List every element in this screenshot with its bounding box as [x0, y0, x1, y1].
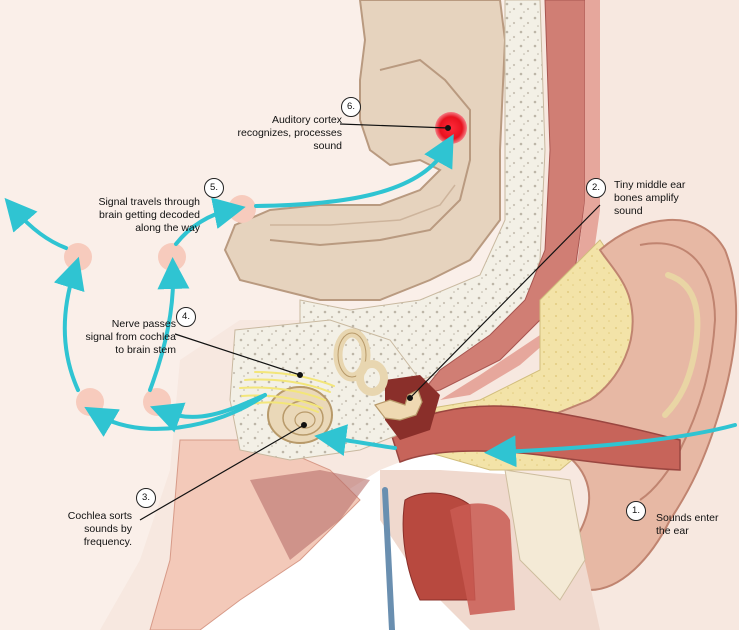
caption-line: bones amplify	[614, 192, 679, 204]
caption-line: along the way	[135, 222, 200, 234]
step-2-number-badge: 2.	[586, 178, 606, 198]
caption-line: brain getting decoded	[99, 209, 200, 221]
step-1-caption: Sounds enter the ear	[656, 512, 718, 538]
brain-arrow-left-exit	[4, 197, 68, 250]
leader-dot	[407, 395, 414, 402]
leader-lines	[139, 123, 601, 521]
step-3-number-badge: 3.	[136, 488, 156, 508]
outer-ear-pinna	[538, 218, 738, 592]
leader-dot	[301, 422, 308, 429]
sound-arrow-to-cochlea	[314, 424, 397, 456]
step-3-caption: Cochlea sorts sounds by frequency.	[46, 510, 132, 549]
caption-line: the ear	[656, 525, 689, 537]
step-4-caption: Nerve passes signal from cochlea to brai…	[64, 318, 176, 357]
leader-line-ossicles	[409, 204, 601, 399]
masseter-muscle	[450, 503, 515, 615]
caption-line: Sounds enter	[656, 512, 719, 524]
caption-line: Tiny middle ear	[614, 179, 686, 191]
leader-line-cochlea	[139, 424, 305, 521]
caption-line: recognizes, processes	[237, 127, 342, 139]
caption-line: Signal travels through	[98, 196, 200, 208]
caption-line: Cochlea sorts	[67, 510, 132, 522]
auditory-nerve	[239, 371, 335, 413]
pathway-arrows	[4, 134, 737, 468]
ear-canal	[389, 405, 681, 471]
caption-line: signal from cochlea	[85, 331, 176, 343]
pinna-inner-fold	[639, 242, 717, 501]
step-4-number-badge: 4.	[176, 307, 196, 327]
sound-arrow-ear-canal	[484, 423, 737, 468]
step-6-caption: Auditory cortex recognizes, processes so…	[218, 114, 342, 153]
caption-line: Nerve passes	[111, 318, 176, 330]
leader-dot	[297, 372, 304, 379]
step-1-number-badge: 1.	[626, 501, 646, 521]
step-5-number-badge: 5.	[204, 178, 224, 198]
caption-line: Auditory cortex	[271, 114, 342, 126]
leader-dot	[445, 124, 452, 131]
caption-line: to brain stem	[115, 344, 176, 356]
brain-gyrus-fold	[269, 58, 471, 247]
pathway-node	[158, 243, 186, 271]
brainstem-arrow-left	[53, 256, 85, 392]
step-6-number-badge: 6.	[341, 97, 361, 117]
semicircular-canal	[337, 332, 367, 378]
pathway-node	[228, 195, 256, 223]
step-5-caption: Signal travels through brain getting dec…	[66, 196, 200, 235]
nerve-arrow-right-branch	[149, 393, 267, 433]
leader-line-cortex	[339, 123, 449, 129]
leader-line-nerve	[174, 333, 301, 376]
pathway-node	[64, 243, 92, 271]
caption-line: sound	[313, 140, 342, 152]
blood-vessel	[382, 487, 395, 630]
cochlea-turn	[294, 411, 316, 429]
pathway-node	[76, 388, 104, 416]
caption-line: sounds by	[84, 523, 132, 535]
brainstem-arrow-right	[148, 257, 190, 392]
step-2-caption: Tiny middle ear bones amplify sound	[614, 179, 685, 218]
semicircular-canal	[356, 360, 388, 396]
brain-arrow-right-up	[174, 197, 246, 246]
caption-line: sound	[614, 205, 643, 217]
lower-skin-band	[250, 470, 370, 560]
pinna-cartilage	[662, 272, 701, 418]
cortex-arrow	[254, 134, 454, 208]
caption-line: frequency.	[83, 536, 132, 548]
jaw-bone	[504, 469, 586, 601]
brain-gyrus-fold	[270, 184, 456, 226]
